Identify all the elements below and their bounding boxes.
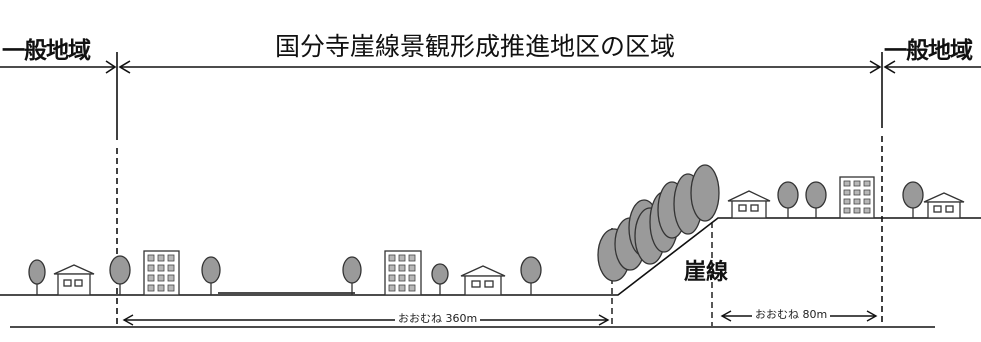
tree-icon [777,181,799,218]
region-boundary-arrows [0,60,981,74]
lower-trees [28,255,542,295]
tree-icon [201,256,221,295]
left-general-area-arrowhead [105,60,117,74]
house-icon [727,190,771,219]
house-icon [53,264,95,296]
distance-80m-label: おおむね 80m [752,309,831,320]
distance-80m-right-arrowhead [866,310,878,322]
right-general-area-label: 一般地域 [884,38,973,64]
house-icon [923,192,965,219]
district-left-arrowhead [118,60,131,74]
distance-360m-label: おおむね 360m [395,313,481,324]
tree-icon [109,255,131,295]
tree-icon [520,256,542,295]
tree-icon [431,263,449,295]
boundary-lines [116,52,883,328]
apartment-building-icon [384,250,422,296]
lower-apartments [143,250,422,296]
tree-icon [690,164,720,222]
upper-features [727,176,965,219]
apartment-building-icon [143,250,180,296]
tree-icon [342,256,362,295]
distance-360m-right-arrowhead [598,314,610,326]
tree-icon [805,181,827,218]
district-title: 国分寺崖線景観形成推進地区の区域 [275,32,676,61]
apartment-building-icon [839,176,875,219]
distance-80m-left-arrowhead [720,310,732,322]
left-general-area-label: 一般地域 [2,38,91,64]
house-icon [460,265,506,296]
cliff-forest [597,164,720,282]
cliff-label: 崖線 [684,260,729,285]
tree-icon [902,181,924,218]
lower-houses [53,264,506,296]
right-general-area-arrowhead [883,60,896,74]
slope-hatch-line [621,228,705,293]
distance-360m-left-arrowhead [122,314,134,326]
district-right-arrowhead [869,60,882,74]
tree-icon [28,259,46,295]
